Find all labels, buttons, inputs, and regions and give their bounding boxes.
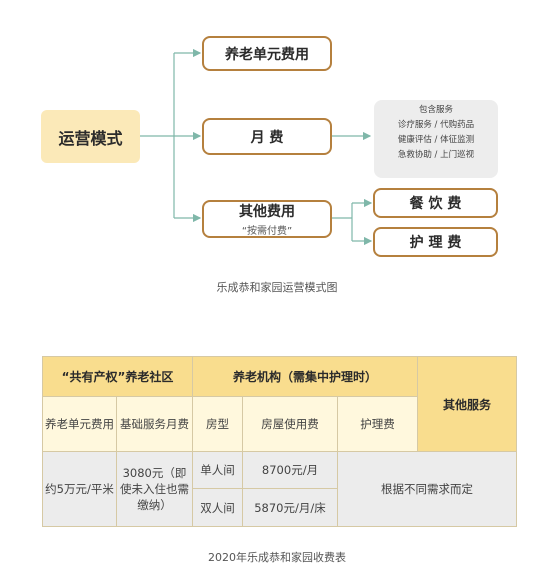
col-base-fee: 基础服务月费 [116, 396, 193, 452]
services-line: 急救协助 / 上门巡视 [397, 150, 475, 160]
node-nursing-fee-label: 护 理 费 [409, 235, 462, 251]
col-nursing-fee: 护理费 [337, 396, 418, 452]
cell-room-single-fee: 8700元/月 [242, 451, 338, 489]
node-other-fee: 其他费用 “按需付费” [202, 200, 332, 238]
services-box: 包含服务 诊疗服务 / 代购药品 健康评估 / 体征监测 急救协助 / 上门巡视 [374, 100, 498, 178]
node-unit-fee-label: 养老单元费用 [225, 46, 309, 63]
node-catering-fee-label: 餐 饮 费 [409, 196, 462, 212]
fee-table: “共有产权”养老社区 养老机构（需集中护理时） 其他服务 养老单元费用 基础服务… [42, 356, 517, 527]
services-line: 健康评估 / 体征监测 [397, 135, 475, 145]
node-monthly-fee: 月 费 [202, 118, 332, 155]
node-catering-fee: 餐 饮 费 [373, 188, 498, 218]
col-room-fee: 房屋使用费 [242, 396, 338, 452]
cell-room-double-fee: 5870元/月/床 [242, 488, 338, 527]
cell-unit-fee-value: 约5万元/平米 [42, 451, 117, 527]
cell-room-single: 单人间 [192, 451, 243, 489]
header-other-services: 其他服务 [417, 356, 517, 452]
services-title: 包含服务 [418, 105, 453, 115]
table-caption: 2020年乐成恭和家园收费表 [208, 551, 346, 564]
header-shared-ownership: “共有产权”养老社区 [42, 356, 193, 397]
root-node: 运营模式 [41, 110, 140, 163]
col-unit-fee: 养老单元费用 [42, 396, 117, 452]
header-elderly-institution: 养老机构（需集中护理时） [192, 356, 418, 397]
cell-room-double: 双人间 [192, 488, 243, 527]
cell-base-fee-value: 3080元（即使未入住也需缴纳） [116, 451, 193, 527]
node-other-fee-note: “按需付费” [241, 226, 293, 237]
node-unit-fee: 养老单元费用 [202, 36, 332, 71]
cell-nursing-note: 根据不同需求而定 [337, 451, 517, 527]
node-other-fee-label: 其他费用 [239, 204, 295, 220]
diagram-caption: 乐成恭和家园运营模式图 [216, 281, 338, 294]
services-line: 诊疗服务 / 代购药品 [397, 120, 475, 130]
diagram-connectors [140, 48, 373, 246]
col-room-type: 房型 [192, 396, 243, 452]
node-nursing-fee: 护 理 费 [373, 227, 498, 257]
node-monthly-fee-label: 月 费 [250, 129, 284, 146]
root-node-label: 运营模式 [58, 128, 123, 148]
